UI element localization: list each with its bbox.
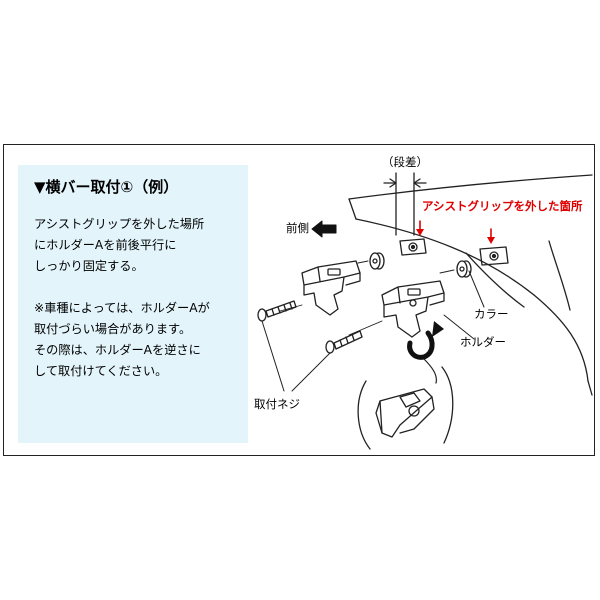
collar-label: カラー [474, 307, 509, 321]
holder-label: ホルダー [460, 335, 506, 349]
note-line: ※車種によっては、ホルダーAが [34, 301, 210, 315]
installation-diagram [257, 172, 593, 450]
holder-front [301, 260, 361, 316]
front-arrow-icon [311, 220, 337, 238]
instruction-text: アシストグリップを外した場所 にホルダーAを前後平行に しっかり固定する。 ※車… [34, 214, 244, 382]
inverted-holder-detail [357, 366, 454, 450]
screw-upper [257, 300, 297, 322]
front-label: 前側 [286, 221, 309, 235]
rotate-arrow-icon [407, 321, 444, 384]
note-line: して取付けてください。 [34, 364, 168, 378]
instruction-line: にホルダーAを前後平行に [34, 238, 177, 252]
screw-label: 取付ネジ [254, 397, 300, 411]
mount-hole-rear [479, 246, 509, 266]
instruction-frame: ▼横バー取付①（例） アシストグリップを外した場所 にホルダーAを前後平行に し… [3, 144, 595, 456]
holder-rear [381, 280, 445, 338]
instruction-panel: ▼横バー取付①（例） アシストグリップを外した場所 にホルダーAを前後平行に し… [18, 165, 248, 443]
note-line: その際は、ホルダーAを逆さに [34, 343, 201, 357]
step-label: （段差） [382, 155, 428, 169]
mount-hole-front [399, 238, 427, 256]
instruction-line: しっかり固定する。 [34, 259, 144, 273]
instruction-line: アシストグリップを外した場所 [34, 217, 205, 231]
grip-location-arrows [416, 220, 495, 244]
panel-title: ▼横バー取付①（例） [34, 178, 179, 196]
note-line: 取付づらい場合があります。 [34, 322, 192, 336]
car-body-outline [348, 174, 593, 396]
collar-rear [456, 260, 472, 278]
step-indicator [383, 172, 427, 236]
label-leaders [261, 270, 485, 392]
collar-front [369, 252, 385, 270]
grip-removed-label: アシストグリップを外した箇所 [422, 199, 583, 213]
screw-lower [325, 330, 363, 354]
